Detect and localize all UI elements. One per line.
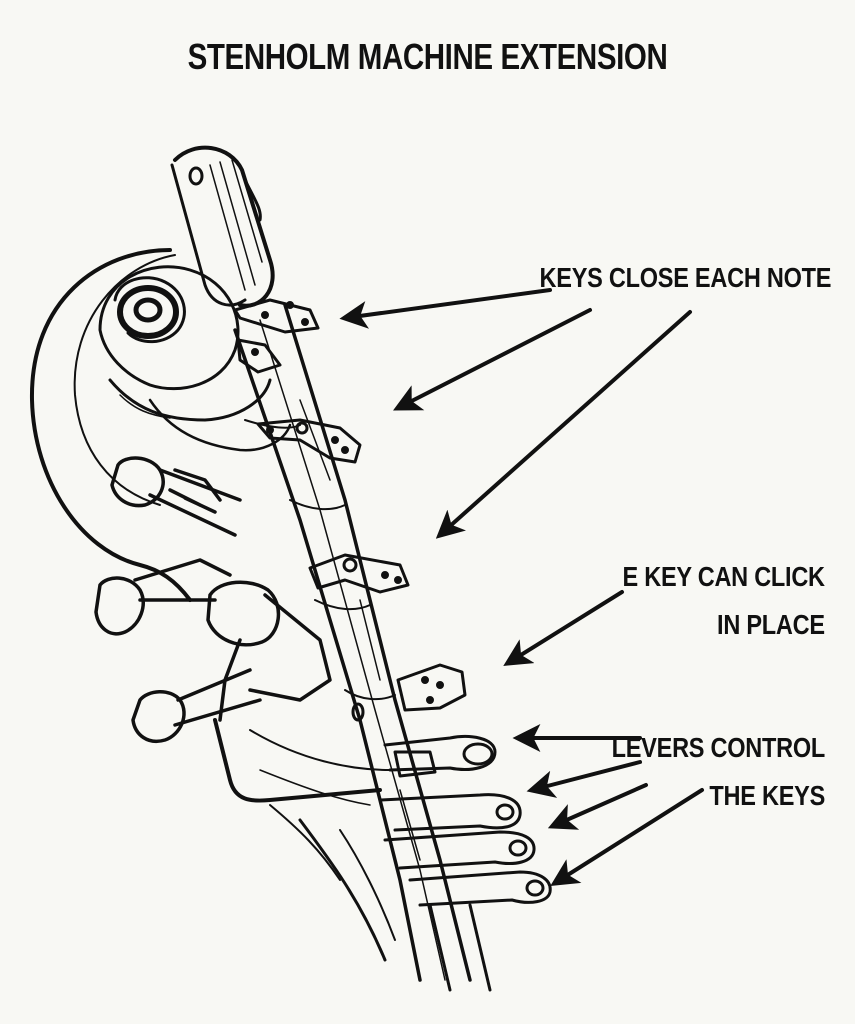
tuning-peg-4 — [131, 668, 262, 743]
lever-2 — [378, 793, 522, 832]
arrow-lever-2 — [526, 760, 642, 798]
annotation-line: IN PLACE — [717, 609, 825, 640]
annotation-e-key-click: E KEY CAN CLICK IN PLACE — [622, 553, 826, 649]
annotation-line: THE KEYS — [709, 780, 825, 811]
annotation-arrows — [339, 288, 704, 886]
tuning-peg-1 — [110, 456, 242, 537]
key-cluster-4 — [308, 553, 410, 594]
neck-right-edge — [283, 303, 472, 982]
arrow-lever-3 — [547, 783, 648, 830]
scroll-outline — [29, 248, 192, 602]
key-cluster-3 — [256, 418, 362, 464]
arrow-key-2 — [393, 308, 592, 411]
annotation-levers-control: LEVERS CONTROL THE KEYS — [611, 724, 826, 820]
diagram-title: STENHOLM MACHINE EXTENSION — [187, 36, 668, 77]
annotation-line: E KEY CAN CLICK — [622, 561, 826, 592]
tuning-peg-3 — [206, 580, 332, 722]
tuning-peg-2 — [94, 558, 232, 636]
annotation-line: KEYS CLOSE EACH NOTE — [539, 262, 831, 293]
annotation-keys-close-each-note: KEYS CLOSE EACH NOTE — [539, 254, 831, 302]
body-lower-outline — [213, 718, 382, 803]
arrow-key-1 — [339, 288, 552, 329]
arrow-e-key — [503, 590, 624, 666]
scroll-inner-outline — [73, 254, 176, 506]
arrow-lever-4 — [550, 788, 704, 886]
annotation-line: LEVERS CONTROL — [611, 732, 826, 763]
key-cluster-5 — [351, 663, 467, 722]
key-cluster-1 — [233, 298, 320, 334]
scroll-eye — [117, 285, 179, 339]
lever-3 — [383, 830, 536, 870]
key-cluster-2 — [236, 338, 282, 374]
lever-4 — [408, 870, 552, 992]
lever-1 — [383, 735, 497, 778]
arrow-key-3 — [435, 310, 692, 539]
